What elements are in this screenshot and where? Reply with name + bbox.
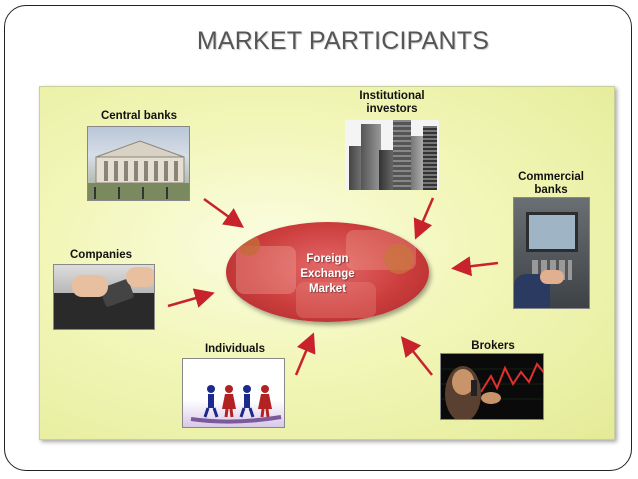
skyscrapers-photo: [345, 120, 439, 190]
building-icon: [88, 140, 189, 200]
label-institutional-line-2: investors: [366, 103, 418, 115]
label-individuals: Individuals: [204, 343, 266, 355]
arrow-commercial: [451, 256, 499, 277]
center-line-3: Market: [308, 283, 347, 295]
label-companies: Companies: [70, 249, 132, 261]
atm-screen: [526, 212, 578, 252]
coin-decoration: [384, 244, 414, 274]
hand: [126, 267, 154, 287]
stock-chart-icon: [441, 362, 543, 419]
center-line-1: Foreign: [306, 253, 349, 265]
skyscraper: [379, 150, 393, 190]
skyscraper: [411, 136, 423, 190]
skyscraper: [349, 146, 363, 190]
label-institutional-investors: Institutional investors: [338, 90, 446, 116]
arrow-central-banks: [203, 197, 245, 228]
label-commercial-line-2: banks: [534, 184, 568, 196]
label-institutional-line-1: Institutional: [359, 90, 425, 102]
companies-photo: [53, 264, 155, 330]
forex-market-ellipse: Foreign Exchange Market: [226, 222, 429, 322]
skyscraper: [393, 120, 411, 190]
individuals-photo: [182, 358, 285, 428]
center-line-2: Exchange: [300, 268, 355, 280]
people-icon: [190, 385, 282, 424]
hand: [72, 275, 108, 297]
skyscraper: [423, 126, 437, 190]
label-central-banks: Central banks: [100, 110, 178, 122]
forex-market-label: Foreign Exchange Market: [226, 252, 429, 297]
label-commercial-line-1: Commercial: [518, 171, 584, 183]
arrow-institutional: [413, 197, 435, 240]
page-title: MARKET PARTICIPANTS: [196, 27, 490, 55]
arrow-brokers: [400, 336, 433, 376]
central-bank-photo: [87, 126, 190, 201]
atm-photo: [513, 197, 590, 309]
coin-decoration: [238, 234, 260, 256]
label-commercial-banks: Commercial banks: [502, 171, 600, 197]
arrow-individuals: [294, 332, 316, 376]
brokers-photo: [440, 353, 544, 420]
label-brokers: Brokers: [471, 340, 515, 352]
skyscraper: [361, 124, 381, 190]
hand: [540, 270, 564, 284]
arrow-companies: [167, 288, 215, 308]
banknote-decoration: [296, 282, 376, 318]
